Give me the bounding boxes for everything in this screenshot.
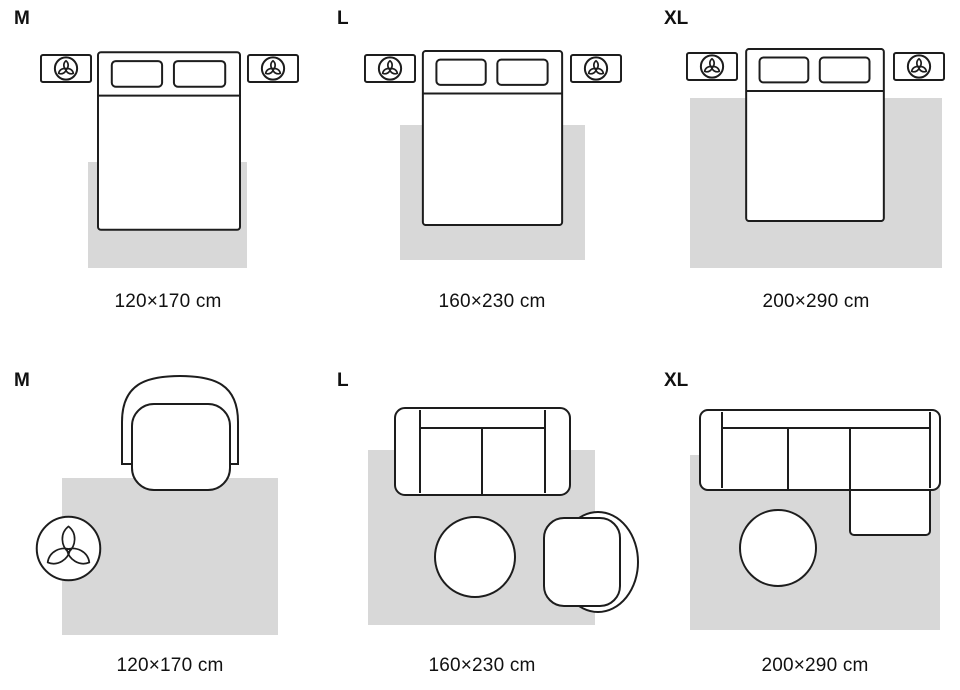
lounge-chair-icon <box>543 511 639 613</box>
living-m-illustration <box>34 374 278 635</box>
panel-bedroom-l: L 160×230 cm <box>320 0 640 330</box>
size-label: M <box>14 370 30 391</box>
pouf-icon <box>434 516 516 598</box>
size-label: M <box>14 8 30 29</box>
bed-icon <box>421 50 564 226</box>
bed-icon <box>745 48 885 222</box>
living-l-illustration <box>368 407 639 625</box>
nightstand-icon <box>365 55 415 82</box>
dimensions-caption: 120×170 cm <box>116 655 224 676</box>
size-label: XL <box>664 370 689 391</box>
bedroom-m-illustration <box>0 51 320 268</box>
dimensions-caption: 160×230 cm <box>438 291 546 312</box>
size-label: L <box>337 8 349 29</box>
nightstand-icon <box>41 55 91 82</box>
panel-bedroom-xl: XL 200×290 cm <box>640 0 960 330</box>
size-label: XL <box>664 8 689 29</box>
sofa-icon <box>394 407 571 496</box>
nightstand-icon <box>248 55 298 82</box>
panel-living-l: L 160×230 cm <box>320 360 640 690</box>
bed-icon <box>97 51 241 231</box>
size-label: L <box>337 370 349 391</box>
armchair-icon <box>121 374 239 491</box>
dimensions-caption: 200×290 cm <box>762 291 870 312</box>
dimensions-caption: 160×230 cm <box>428 655 536 676</box>
pouf-icon <box>739 509 817 587</box>
dimensions-caption: 200×290 cm <box>761 655 869 676</box>
bedroom-l-illustration <box>320 50 640 260</box>
dimensions-caption: 120×170 cm <box>114 291 222 312</box>
nightstand-icon <box>571 55 621 82</box>
panel-bedroom-m: M 120×170 cm <box>0 0 320 330</box>
bedroom-xl-illustration <box>640 48 960 268</box>
panel-living-m: M 120×170 cm <box>0 360 320 690</box>
nightstand-icon <box>894 53 944 80</box>
sectional-sofa-icon <box>699 409 941 536</box>
living-xl-illustration <box>690 409 941 630</box>
plant-icon <box>34 514 103 583</box>
nightstand-icon <box>687 53 737 80</box>
panel-living-xl: XL 200×290 cm <box>640 360 960 690</box>
